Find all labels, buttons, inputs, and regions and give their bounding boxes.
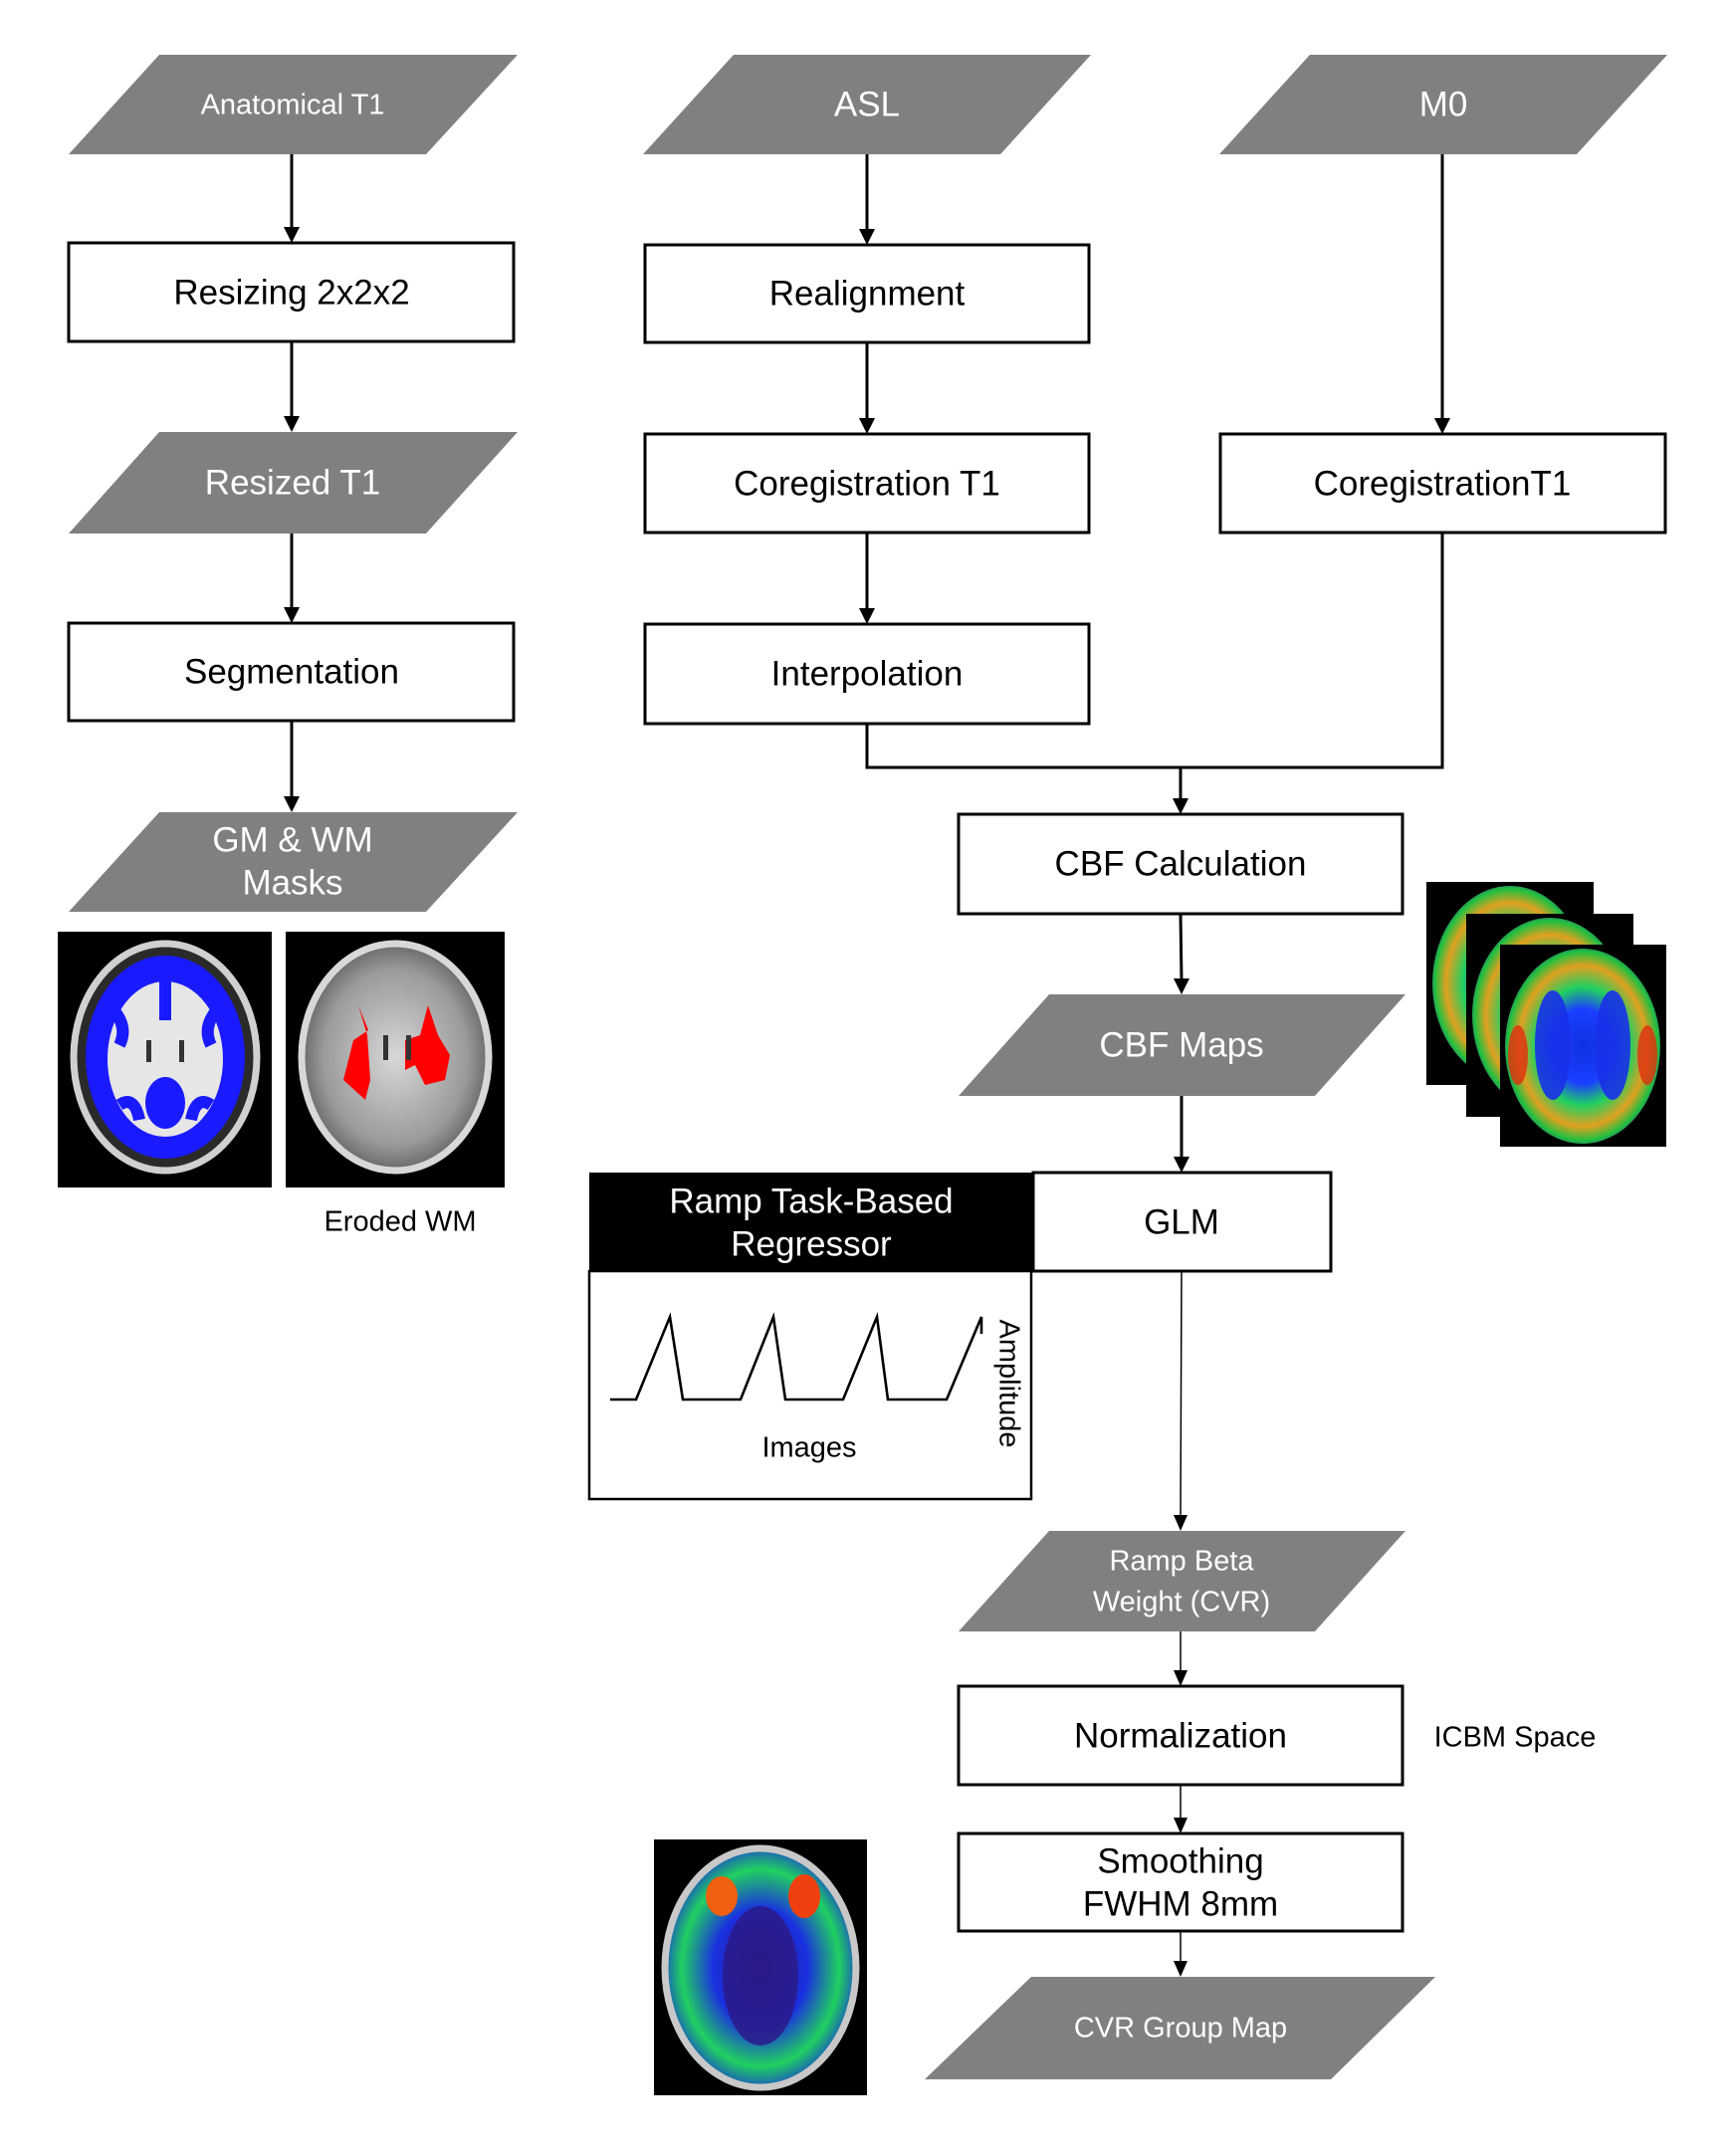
step-realignment: Realignment xyxy=(643,243,1091,344)
data-ramp-beta-line1: Ramp Beta xyxy=(1109,1546,1254,1578)
step-segmentation: Segmentation xyxy=(67,621,516,723)
step-resizing: Resizing 2x2x2 xyxy=(67,241,516,343)
regressor-x-label: Images xyxy=(761,1432,856,1464)
input-m0: M0 xyxy=(1219,55,1667,154)
data-cbf-maps: CBF Maps xyxy=(959,994,1405,1096)
input-asl-label: ASL xyxy=(834,85,900,123)
arrowhead-icon xyxy=(1174,1961,1187,1977)
step-glm: GLM xyxy=(1031,1171,1333,1273)
arrowhead-icon xyxy=(1174,978,1189,994)
step-normalization: Normalization xyxy=(957,1684,1404,1787)
step-realignment-label: Realignment xyxy=(769,274,966,313)
eroded-wm-caption: Eroded WM xyxy=(324,1206,476,1238)
step-cbf-calculation-label: CBF Calculation xyxy=(1055,844,1307,883)
arrowhead-icon xyxy=(859,418,875,434)
data-masks-label-line2: Masks xyxy=(242,863,342,902)
step-resizing-label: Resizing 2x2x2 xyxy=(173,273,409,312)
data-ramp-beta-weight: Ramp Beta Weight (CVR) xyxy=(959,1531,1405,1631)
regressor-title-line2: Regressor xyxy=(731,1224,892,1263)
data-gm-wm-masks: GM & WM Masks xyxy=(69,812,518,912)
arrowhead-icon xyxy=(1434,418,1450,434)
data-cvr-group-map-label: CVR Group Map xyxy=(1074,2013,1287,2045)
normalization-note: ICBM Space xyxy=(1434,1722,1597,1754)
input-anatomical-t1: Anatomical T1 xyxy=(69,55,518,154)
arrowhead-icon xyxy=(284,796,300,812)
step-m0-coregistration-t1-label: CoregistrationT1 xyxy=(1314,464,1572,503)
cbf-map-front xyxy=(1500,945,1666,1147)
data-resized-t1-label: Resized T1 xyxy=(205,463,380,502)
input-anatomical-t1-label: Anatomical T1 xyxy=(201,90,385,121)
regressor-plot: Images Amplitude xyxy=(587,1269,1033,1501)
arrowhead-icon xyxy=(859,229,875,245)
cbf-map-stack-image xyxy=(1426,882,1666,1147)
arrowhead-icon xyxy=(284,607,300,623)
input-m0-label: M0 xyxy=(1419,85,1468,123)
join-connector xyxy=(865,533,1444,769)
arrow-glm-to-ramp-beta xyxy=(1180,1270,1183,1518)
step-smoothing-line1: Smoothing xyxy=(1097,1841,1263,1880)
arrowhead-icon xyxy=(284,416,300,432)
step-segmentation-label: Segmentation xyxy=(184,652,399,691)
step-cbf-calculation: CBF Calculation xyxy=(957,812,1404,916)
arrowhead-icon xyxy=(1174,1515,1187,1531)
step-coregistration-t1-label: Coregistration T1 xyxy=(734,464,1000,503)
step-interpolation: Interpolation xyxy=(643,622,1091,726)
arrowhead-icon xyxy=(1174,1157,1189,1173)
gm-mask-brain-image xyxy=(58,932,272,1187)
eroded-wm-mask-brain-image xyxy=(286,932,505,1187)
arrowhead-icon xyxy=(859,608,875,624)
step-coregistration-t1: Coregistration T1 xyxy=(643,432,1091,535)
regressor-header: Ramp Task-Based Regressor xyxy=(589,1173,1033,1271)
arrowhead-icon xyxy=(1173,798,1188,814)
arrowhead-icon xyxy=(1174,1818,1187,1833)
regressor-title-line1: Ramp Task-Based xyxy=(669,1182,953,1220)
step-interpolation-label: Interpolation xyxy=(771,654,964,693)
data-resized-t1: Resized T1 xyxy=(69,432,518,534)
data-ramp-beta-line2: Weight (CVR) xyxy=(1093,1587,1270,1618)
regressor-y-label: Amplitude xyxy=(992,1320,1024,1448)
arrowhead-icon xyxy=(1174,1670,1187,1686)
arrowhead-icon xyxy=(284,227,300,243)
step-m0-coregistration-t1: CoregistrationT1 xyxy=(1218,432,1667,535)
step-smoothing: Smoothing FWHM 8mm xyxy=(957,1832,1404,1933)
data-cbf-maps-label: CBF Maps xyxy=(1099,1025,1263,1064)
cvr-group-map-image xyxy=(654,1839,867,2095)
input-asl: ASL xyxy=(643,55,1091,154)
data-masks-label-line1: GM & WM xyxy=(212,820,372,859)
step-normalization-label: Normalization xyxy=(1074,1716,1287,1755)
step-smoothing-line2: FWHM 8mm xyxy=(1083,1884,1278,1923)
step-glm-label: GLM xyxy=(1144,1202,1219,1241)
data-cvr-group-map: CVR Group Map xyxy=(925,1977,1435,2079)
arrow-cbf-calc-to-maps xyxy=(1179,913,1184,981)
ramp-regressor-waveform xyxy=(610,1311,983,1401)
